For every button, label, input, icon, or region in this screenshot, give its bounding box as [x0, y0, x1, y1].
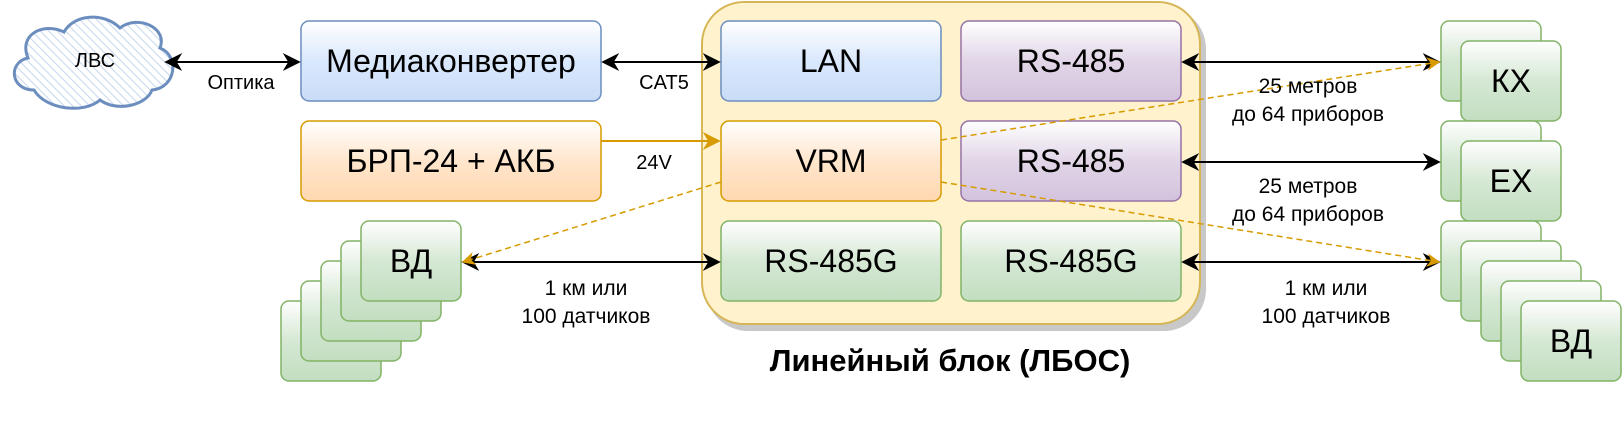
kx-stack: [1440, 20, 1562, 122]
vrm-to-kx-feed: [940, 57, 1441, 141]
rs485g-right-module: [960, 220, 1182, 302]
vrm-to-vd-right-feed: [940, 181, 1441, 267]
lan-network-cloud: [12, 15, 175, 110]
power-supply-box: [300, 120, 602, 202]
rs485g-left-module: [720, 220, 942, 302]
rs485-mid-module: [960, 120, 1182, 202]
vd-right-stack: [1440, 220, 1622, 382]
rs485-top-module: [960, 20, 1182, 102]
vrm-module: [720, 120, 942, 202]
media-converter-box: [300, 20, 602, 102]
lan-module: [720, 20, 942, 102]
vrm-to-vd-left-feed: [461, 181, 722, 265]
vd-left-stack: [280, 220, 462, 382]
ex-stack: [1440, 120, 1562, 222]
